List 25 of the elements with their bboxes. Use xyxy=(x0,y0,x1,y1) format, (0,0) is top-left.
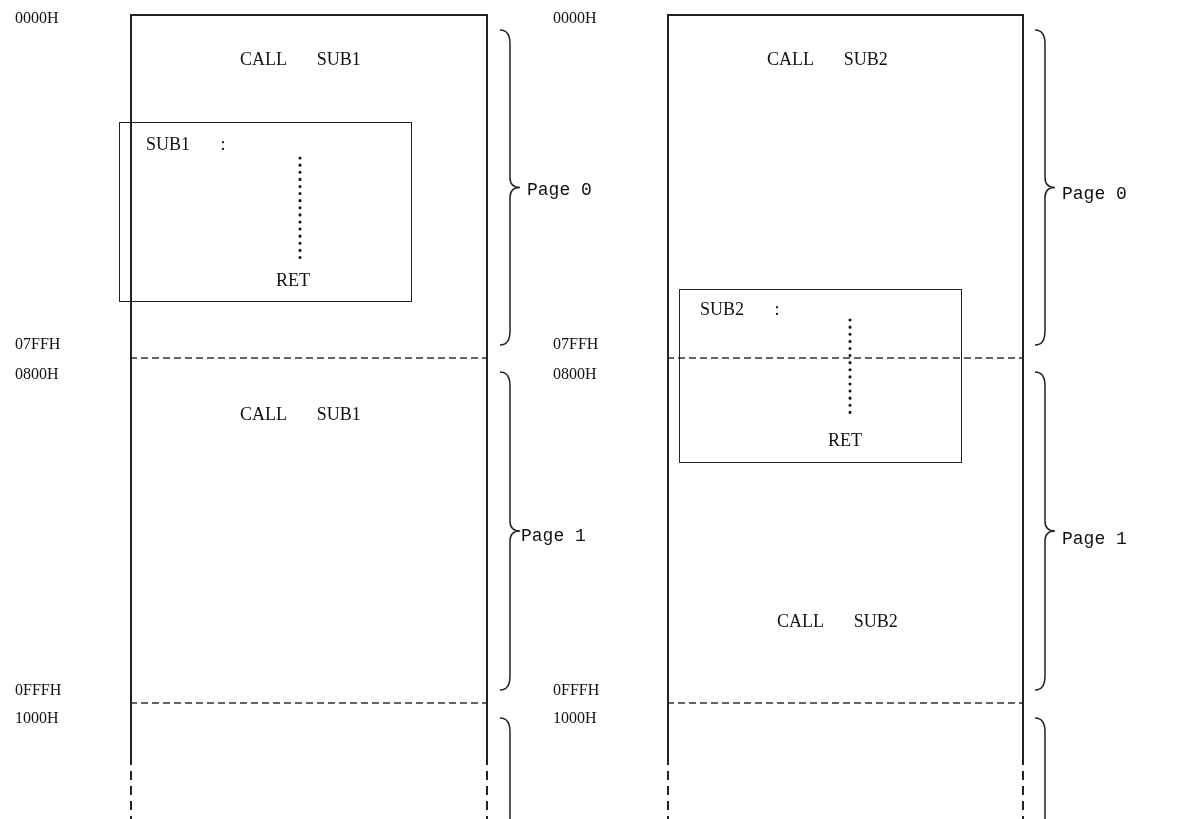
page-label: Page 0 xyxy=(527,181,592,199)
address-label: 07FFH xyxy=(15,336,61,352)
address-label: 0FFFH xyxy=(15,682,62,698)
return-instruction: RET xyxy=(276,271,310,289)
subroutine-box xyxy=(119,122,412,302)
page-label: Page 0 xyxy=(1062,185,1127,203)
instruction-text: CALL SUB1 xyxy=(240,50,361,68)
address-label: 1000H xyxy=(15,710,59,726)
address-label: 0800H xyxy=(553,366,597,382)
subroutine-label: SUB1 : xyxy=(146,135,226,153)
page-label: Page 1 xyxy=(521,527,586,545)
instruction-text: CALL SUB1 xyxy=(240,405,361,423)
address-label: 0000H xyxy=(553,10,597,26)
address-label: 0800H xyxy=(15,366,59,382)
address-label: 0FFFH xyxy=(553,682,600,698)
instruction-text: CALL SUB2 xyxy=(777,612,898,630)
address-label: 0000H xyxy=(15,10,59,26)
subroutine-box xyxy=(679,289,962,463)
subroutine-label: SUB2 : xyxy=(700,300,780,318)
address-label: 1000H xyxy=(553,710,597,726)
instruction-text: CALL SUB2 xyxy=(767,50,888,68)
memory-column xyxy=(667,14,1024,756)
address-label: 07FFH xyxy=(553,336,599,352)
return-instruction: RET xyxy=(828,431,862,449)
page-label: Page 1 xyxy=(1062,530,1127,548)
